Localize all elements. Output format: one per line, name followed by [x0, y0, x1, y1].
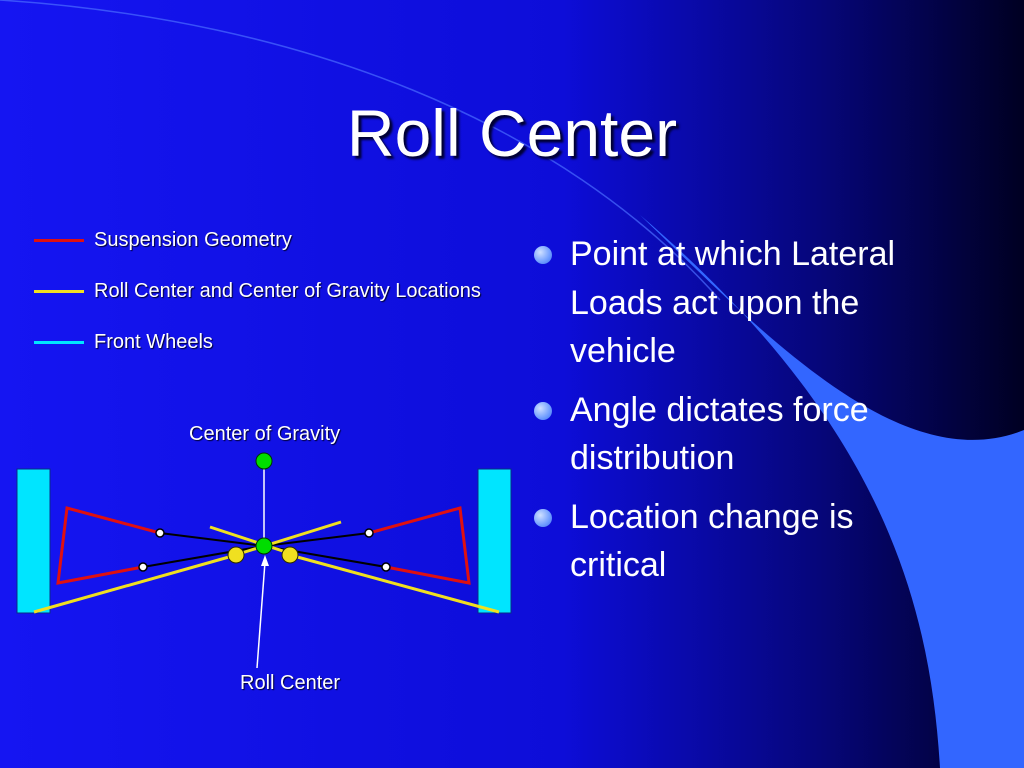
pivot-point: [381, 562, 391, 572]
bullet-dot-icon: [534, 401, 552, 420]
right-suspension-arms: [368, 506, 471, 585]
right-wheel: [477, 468, 512, 614]
left-suspension-arms: [56, 506, 161, 585]
pivot-point: [364, 528, 374, 538]
legend-item-locations: Roll Center and Center of Gravity Locati…: [34, 276, 481, 306]
center-of-gravity-label: Center of Gravity: [189, 423, 341, 445]
bullet-text: Location change is critical: [570, 497, 854, 585]
legend-label: Suspension Geometry: [94, 228, 292, 251]
bullet-text: Point at which Lateral Loads act upon th…: [570, 235, 896, 370]
decorative-swoosh: [640, 215, 1024, 768]
slide-title: Roll Center: [346, 96, 678, 170]
roll-center-arrow: [256, 561, 266, 669]
arm-extension: [159, 532, 265, 547]
bullet-dot-icon: [534, 508, 552, 527]
legend-item-suspension: Suspension Geometry: [34, 225, 292, 255]
wheel-contact-line: [289, 553, 500, 614]
arrowhead-icon: [261, 555, 269, 566]
pivot-point: [138, 562, 148, 572]
pivot-point: [155, 528, 165, 538]
bullet-text: Angle dictates force distribution: [570, 390, 869, 478]
legend-label: Roll Center and Center of Gravity Locati…: [94, 279, 481, 302]
bullet-list: Point at which Lateral Loads act upon th…: [534, 230, 944, 600]
bullet-item: Point at which Lateral Loads act upon th…: [534, 230, 944, 376]
instant-center-point: [227, 546, 245, 564]
decorative-arc: [0, 0, 721, 301]
arm-extension: [142, 545, 265, 568]
bullet-item: Location change is critical: [534, 493, 944, 590]
legend-line-red: [34, 238, 84, 242]
instant-center-line: [231, 520, 342, 558]
bullet-dot-icon: [534, 246, 552, 264]
legend-label: Front Wheels: [94, 330, 213, 353]
wheel-contact-line: [33, 553, 237, 614]
legend-line-yellow: [34, 289, 84, 293]
arm-extension: [263, 532, 370, 547]
legend-line-cyan: [34, 340, 84, 344]
left-wheel: [16, 468, 51, 614]
center-of-gravity-point: [255, 452, 273, 470]
legend-item-wheels: Front Wheels: [34, 327, 213, 357]
bullet-item: Angle dictates force distribution: [534, 386, 944, 483]
instant-center-point: [281, 546, 299, 564]
roll-center-label: Roll Center: [240, 672, 341, 694]
roll-center-point: [255, 537, 273, 555]
